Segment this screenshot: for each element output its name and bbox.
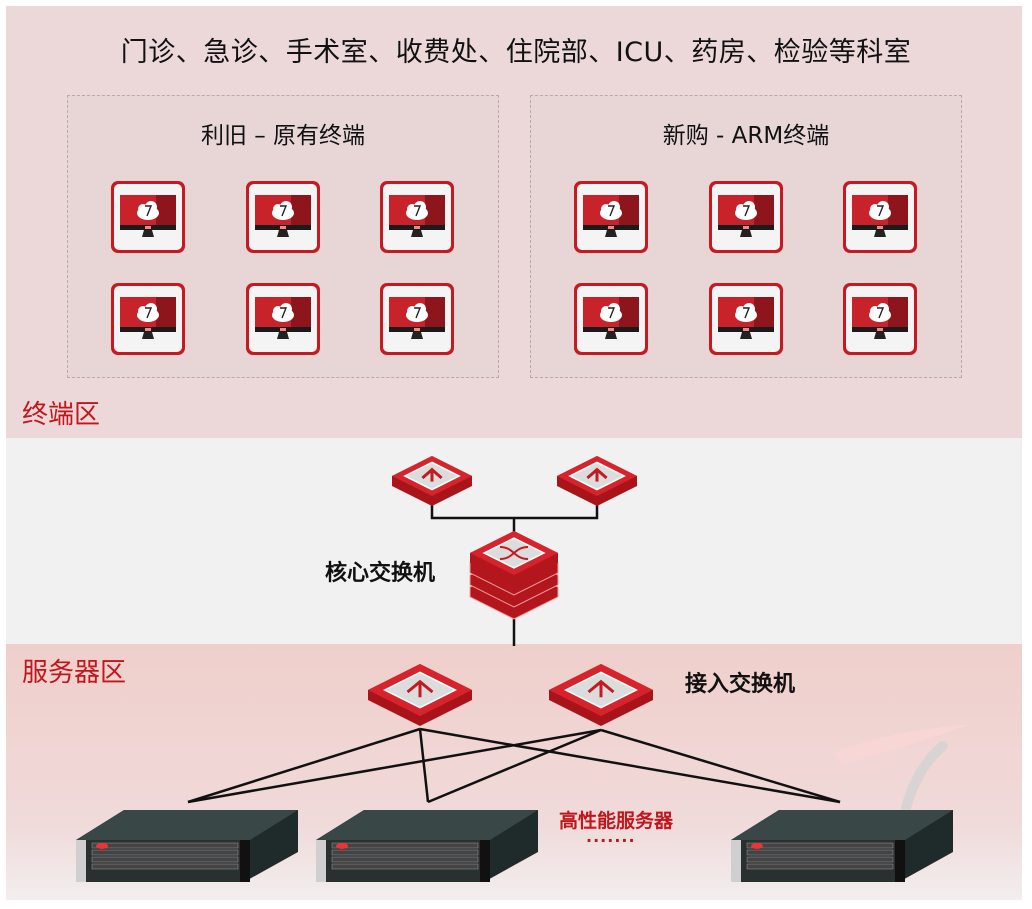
core-switch-icon (469, 531, 559, 620)
terminal-monitor-icon (708, 180, 784, 254)
terminal-monitor-icon (110, 282, 186, 356)
terminal-monitor-icon (573, 180, 649, 254)
terminal-monitor-icon (573, 282, 649, 356)
server-1-icon (76, 810, 298, 882)
terminal-monitor-icon (245, 282, 321, 356)
link-a2-s3 (600, 728, 841, 804)
terminal-monitor-icon (379, 282, 455, 356)
top-switch-right-icon (557, 456, 637, 506)
terminal-monitor-icon (842, 282, 918, 356)
server-2-icon (316, 810, 538, 882)
access-switch-2-icon (549, 664, 653, 726)
terminal-zone-label: 终端区 (22, 400, 101, 430)
terminal-monitor-icon (245, 180, 321, 254)
link-a1-s3 (419, 727, 841, 804)
link-a1-s1 (187, 727, 421, 804)
server-3-icon (731, 810, 953, 882)
link-a1-s2 (418, 728, 430, 803)
terminal-monitor-icon (708, 282, 784, 356)
server-zone-label: 服务器区 (22, 658, 127, 688)
link-a2-s1 (187, 728, 602, 804)
terminal-monitor-icon (379, 180, 455, 254)
departments-title: 门诊、急诊、手术室、收费处、住院部、ICU、药房、检验等科室 (120, 37, 912, 68)
server-caption: 高性能服务器 (559, 810, 674, 832)
arm-group-title: 新购 - ARM终端 (662, 123, 830, 149)
top-switch-left-icon (392, 456, 472, 506)
core-switch-label: 核心交换机 (325, 561, 436, 586)
legacy-group-title: 利旧 – 原有终端 (200, 123, 366, 149)
access-switch-label: 接入交换机 (685, 672, 796, 697)
link-a2-s2 (427, 728, 602, 804)
terminal-monitor-icon (842, 180, 918, 254)
terminal-monitor-icon (110, 180, 186, 254)
access-switch-1-icon (368, 664, 472, 726)
more-servers-ellipsis: ······· (586, 831, 636, 850)
